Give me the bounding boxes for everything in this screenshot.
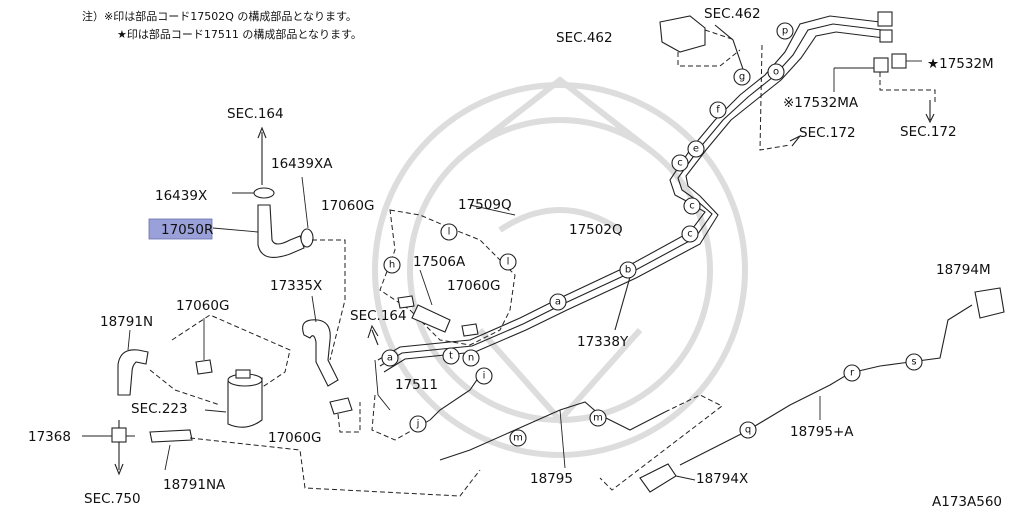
label-17060g-d: 17060G bbox=[268, 430, 321, 446]
label-sec750: SEC.750 bbox=[84, 491, 141, 507]
svg-text:p: p bbox=[782, 26, 788, 37]
label-18795: 18795 bbox=[530, 471, 573, 487]
bubble-r: r bbox=[843, 364, 861, 382]
svg-text:t: t bbox=[449, 351, 453, 362]
tube-18795a bbox=[639, 287, 1005, 493]
label-17060g-b: 17060G bbox=[447, 278, 500, 294]
label-sec172-a: SEC.172 bbox=[799, 125, 856, 141]
label-18794m: 18794M bbox=[936, 262, 991, 278]
label-17506a: 17506A bbox=[413, 254, 466, 270]
label-sec462-a: SEC.462 bbox=[556, 30, 613, 46]
tube-connectors-top bbox=[833, 11, 936, 124]
svg-text:a: a bbox=[555, 297, 561, 308]
label-17060g-a: 17060G bbox=[321, 198, 374, 214]
svg-text:s: s bbox=[911, 357, 916, 368]
label-17368: 17368 bbox=[28, 429, 71, 445]
hose-17050r bbox=[212, 126, 346, 361]
bubble-c2: c bbox=[683, 197, 701, 215]
main-fuel-tubes bbox=[377, 15, 885, 373]
valve-17368 bbox=[82, 420, 481, 497]
bubble-q: q bbox=[739, 421, 757, 439]
bubble-m2: m bbox=[589, 409, 607, 427]
label-17532ma: ※17532MA bbox=[783, 95, 859, 111]
canister-assembly bbox=[117, 314, 291, 471]
note-line-1: 注）※印は部品コード17502Q の構成部品となります。 bbox=[82, 9, 357, 23]
hose-17335x bbox=[302, 295, 339, 387]
diagram-id: A173A560 bbox=[932, 494, 1002, 510]
svg-text:m: m bbox=[513, 433, 523, 444]
bubble-p: p bbox=[776, 22, 794, 40]
label-18791n: 18791N bbox=[100, 314, 153, 330]
label-17511: 17511 bbox=[395, 377, 438, 393]
label-sec223: SEC.223 bbox=[131, 401, 188, 417]
label-16439xa: 16439XA bbox=[271, 156, 333, 172]
bubble-o: o bbox=[767, 63, 785, 81]
bubble-l1: l bbox=[440, 223, 458, 241]
svg-text:c: c bbox=[677, 158, 683, 169]
label-sec172-b: SEC.172 bbox=[900, 124, 957, 140]
label-17050r: 17050R bbox=[148, 218, 213, 240]
svg-text:a: a bbox=[387, 353, 393, 364]
label-16439x: 16439X bbox=[155, 188, 207, 204]
label-sec164-top: SEC.164 bbox=[227, 106, 284, 122]
svg-text:g: g bbox=[739, 72, 745, 83]
bubble-t: t bbox=[442, 347, 460, 365]
svg-text:f: f bbox=[716, 105, 720, 116]
svg-text:c: c bbox=[689, 201, 695, 212]
label-18795a: 18795+A bbox=[790, 424, 854, 440]
label-17509q: 17509Q bbox=[458, 197, 512, 213]
label-18791na: 18791NA bbox=[163, 477, 226, 493]
watermark-emblem bbox=[372, 76, 748, 458]
svg-text:c: c bbox=[687, 229, 693, 240]
svg-text:h: h bbox=[389, 260, 395, 271]
label-highlight bbox=[148, 218, 213, 240]
label-sec462-b: SEC.462 bbox=[704, 6, 761, 22]
bubble-s: s bbox=[905, 353, 923, 371]
label-18794x: 18794X bbox=[696, 471, 748, 487]
bubble-e: e bbox=[687, 140, 705, 158]
svg-text:q: q bbox=[745, 425, 751, 436]
label-sec164-mid: SEC.164 bbox=[350, 308, 407, 324]
bubble-h: h bbox=[383, 256, 401, 274]
label-17338y: 17338Y bbox=[577, 334, 629, 350]
svg-text:o: o bbox=[773, 67, 779, 78]
bubble-a2: a bbox=[381, 349, 399, 367]
bubble-j: j bbox=[409, 415, 427, 433]
svg-text:i: i bbox=[483, 371, 486, 382]
svg-text:l: l bbox=[507, 257, 510, 268]
bubble-b: b bbox=[619, 261, 637, 279]
bubble-n: n bbox=[462, 349, 480, 367]
svg-text:j: j bbox=[416, 419, 420, 430]
svg-text:b: b bbox=[625, 265, 631, 276]
bubble-m1: m bbox=[509, 429, 527, 447]
svg-text:l: l bbox=[448, 227, 451, 238]
label-17060g-c: 17060G bbox=[176, 298, 229, 314]
label-17502q: 17502Q bbox=[569, 222, 623, 238]
label-17335x: 17335X bbox=[270, 278, 322, 294]
bubble-g: g bbox=[733, 68, 751, 86]
bubble-a1: a bbox=[549, 293, 567, 311]
bubble-c1: c bbox=[671, 154, 689, 172]
svg-text:n: n bbox=[468, 353, 474, 364]
bubble-c3: c bbox=[681, 225, 699, 243]
svg-text:17050R: 17050R bbox=[161, 222, 213, 238]
bubble-i: i bbox=[475, 367, 493, 385]
tube-17506a bbox=[411, 269, 451, 333]
tube-18795 bbox=[439, 394, 723, 491]
label-17532m: ★17532M bbox=[927, 56, 994, 72]
note-line-2: ★印は部品コード17511 の構成部品となります。 bbox=[117, 27, 362, 41]
sec462-bracket bbox=[659, 15, 801, 151]
svg-text:r: r bbox=[850, 368, 855, 379]
svg-text:m: m bbox=[593, 413, 603, 424]
bubble-f: f bbox=[709, 101, 727, 119]
bubble-l2: l bbox=[499, 253, 517, 271]
svg-text:e: e bbox=[693, 144, 699, 155]
